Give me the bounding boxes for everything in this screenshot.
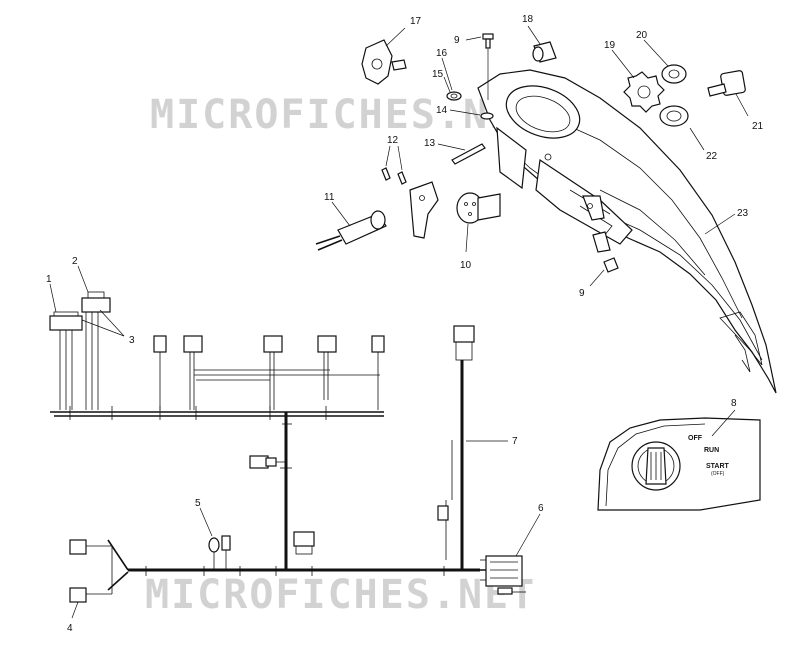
- callout-1: 1: [46, 274, 52, 285]
- bracket-part-17: [361, 27, 407, 85]
- callout-9-bottom: 9: [579, 288, 585, 299]
- harness-connector-h: [293, 531, 315, 555]
- callout-10: 10: [460, 260, 472, 271]
- bulb-socket-part-18: [527, 25, 557, 63]
- callout-18: 18: [522, 14, 534, 25]
- bezel-part-22: [659, 105, 705, 151]
- harness-connector-f: [453, 325, 475, 361]
- callout-11: 11: [324, 192, 335, 203]
- harness-connector-a: [153, 335, 167, 353]
- callout-19: 19: [604, 40, 616, 51]
- connector-part-1: [49, 283, 83, 331]
- connector-block-part-6: [485, 513, 541, 595]
- connector-part-2: [77, 265, 111, 313]
- washer-part-14: [449, 109, 494, 120]
- harness-connector-d: [317, 335, 337, 353]
- ignition-off-label: OFF: [688, 435, 703, 442]
- callout-21: 21: [752, 121, 764, 132]
- switch-lever: [409, 181, 439, 239]
- callout-6: 6: [538, 503, 544, 514]
- connector-part-4: [69, 539, 87, 619]
- strip-part-13: [437, 143, 486, 165]
- key-part-21: [707, 70, 749, 117]
- callout-20: 20: [636, 30, 648, 41]
- callout-5: 5: [195, 498, 201, 509]
- callout-4: 4: [67, 623, 73, 634]
- callout-13: 13: [424, 138, 436, 149]
- callout-3: 3: [129, 335, 135, 346]
- nut-part-20: [643, 39, 687, 84]
- callout-14: 14: [436, 105, 448, 116]
- wiring-harness: [50, 310, 526, 595]
- switch-part-11: [315, 201, 387, 251]
- pins-part-12: [381, 145, 407, 185]
- harness-connector-e: [371, 335, 385, 353]
- callout-15: 15: [432, 69, 444, 80]
- ignition-start-label: START: [706, 463, 730, 470]
- lock-washer-part-19: [611, 49, 665, 113]
- watermark-bottom: MICROFICHES.NET: [145, 572, 536, 618]
- watermark-top: MICROFICHES.NET: [150, 92, 541, 138]
- callout-9-top: 9: [454, 35, 460, 46]
- callout-16: 16: [436, 48, 448, 59]
- callout-2: 2: [72, 256, 78, 267]
- headlight-pod-assembly: [477, 69, 777, 394]
- harness-connector-g: [249, 455, 277, 469]
- ignition-start-sub-label: (OFF): [711, 471, 725, 477]
- screw-part-9-top: [465, 33, 494, 100]
- socket-part-10: [456, 192, 501, 253]
- harness-connector-c: [263, 335, 283, 353]
- callout-23: 23: [737, 208, 749, 219]
- screw-part-9-bottom: [589, 257, 619, 287]
- ignition-switch-panel: OFF RUN START (OFF): [597, 409, 761, 511]
- callout-7: 7: [512, 436, 518, 447]
- callout-8: 8: [731, 398, 737, 409]
- nut-part-16: [441, 57, 462, 101]
- ignition-run-label: RUN: [704, 447, 719, 454]
- callout-17: 17: [410, 16, 422, 27]
- callout-22: 22: [706, 151, 718, 162]
- harness-connector-b: [183, 335, 203, 353]
- harness-connector-i: [437, 505, 449, 521]
- callout-12: 12: [387, 135, 399, 146]
